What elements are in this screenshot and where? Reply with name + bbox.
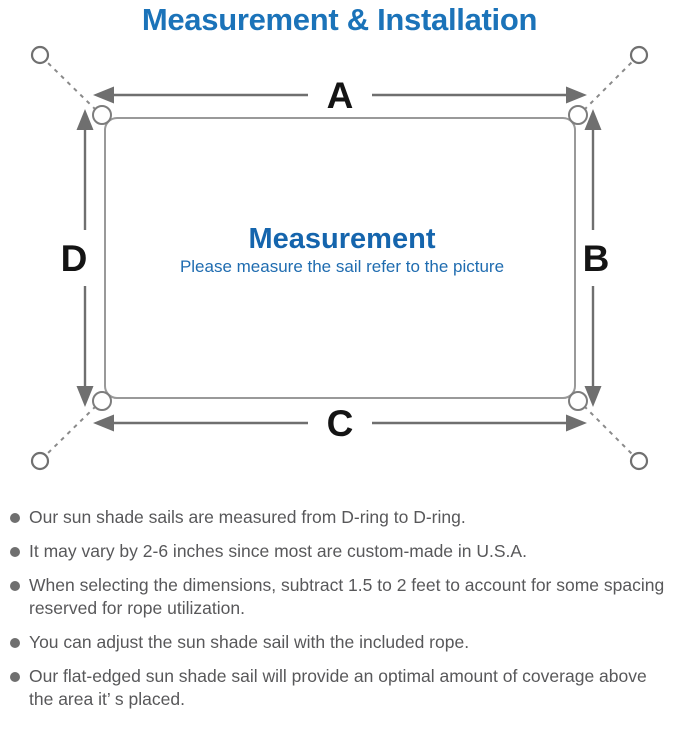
rope-dashed-line-top-right <box>583 60 634 111</box>
note-text: Our sun shade sails are measured from D-… <box>29 507 466 527</box>
diagram-center-title: Measurement <box>249 223 436 255</box>
bullet-icon <box>10 581 20 591</box>
page-title: Measurement & Installation <box>141 2 538 37</box>
arrow-right-icon-c <box>566 414 587 432</box>
arrow-right-icon-a <box>566 86 587 104</box>
sail-diagram-svg: A C D B Measurement Please measure the s… <box>30 45 649 471</box>
dimension-label-c: C <box>327 403 354 444</box>
arrow-up-icon-b <box>584 109 602 130</box>
d-ring-icon-top-right <box>568 105 588 125</box>
arrow-down-icon-b <box>584 386 602 407</box>
anchor-point-icon-top-left <box>30 45 50 65</box>
arrow-up-icon-d <box>76 109 94 130</box>
notes-list: Our sun shade sails are measured from D-… <box>0 506 679 711</box>
list-item: It may vary by 2-6 inches since most are… <box>10 540 673 563</box>
d-ring-icon-bottom-left <box>92 391 112 411</box>
bullet-icon <box>10 672 20 682</box>
bullet-icon <box>10 547 20 557</box>
note-text: Our flat-edged sun shade sail will provi… <box>29 666 647 709</box>
rope-dashed-line-top-left <box>45 60 97 111</box>
anchor-point-icon-top-right <box>629 45 649 65</box>
d-ring-icon-top-left <box>92 105 112 125</box>
rope-dashed-line-bottom-left <box>45 405 97 456</box>
d-ring-icon-bottom-right <box>568 391 588 411</box>
list-item: Our sun shade sails are measured from D-… <box>10 506 673 529</box>
anchor-point-icon-bottom-left <box>30 451 50 471</box>
arrow-down-icon-d <box>76 386 94 407</box>
dimension-label-a: A <box>327 75 354 116</box>
arrow-left-icon-a <box>93 86 114 104</box>
sail-measurement-diagram: A C D B Measurement Please measure the s… <box>0 38 679 498</box>
dimension-label-d: D <box>61 238 88 279</box>
list-item: You can adjust the sun shade sail with t… <box>10 631 673 654</box>
arrow-left-icon-c <box>93 414 114 432</box>
dimension-label-b: B <box>583 238 610 279</box>
list-item: When selecting the dimensions, subtract … <box>10 574 673 620</box>
bullet-icon <box>10 513 20 523</box>
list-item: Our flat-edged sun shade sail will provi… <box>10 665 673 711</box>
note-text: When selecting the dimensions, subtract … <box>29 575 665 618</box>
rope-dashed-line-bottom-right <box>583 405 634 456</box>
anchor-point-icon-bottom-right <box>629 451 649 471</box>
diagram-center-subtitle: Please measure the sail refer to the pic… <box>180 257 504 276</box>
sail-outline <box>104 117 576 399</box>
note-text: You can adjust the sun shade sail with t… <box>29 632 470 652</box>
note-text: It may vary by 2-6 inches since most are… <box>29 541 527 561</box>
bullet-icon <box>10 638 20 648</box>
